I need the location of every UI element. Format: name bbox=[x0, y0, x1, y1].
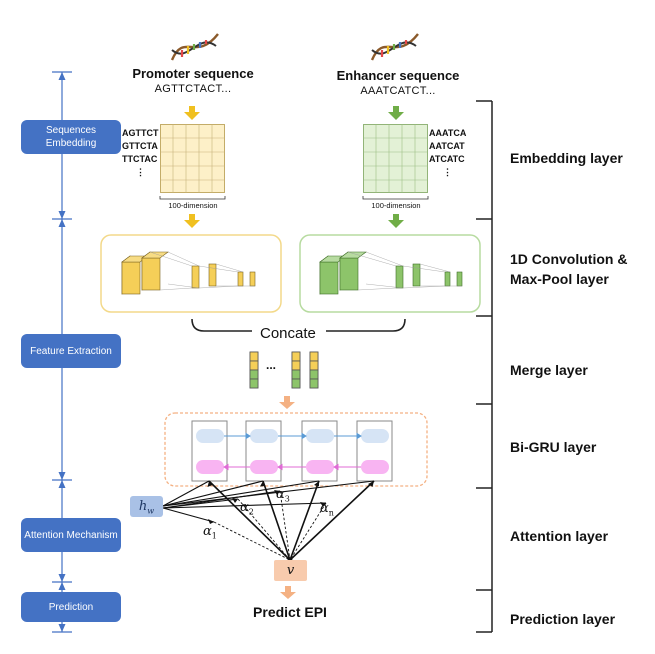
kmer-label: AGTTCT bbox=[122, 128, 159, 138]
promoter-sequence: AGTTCTACT... bbox=[154, 83, 232, 95]
kmer-label: AAATCA bbox=[429, 128, 467, 138]
enhancer-sequence: AAATCATCT... bbox=[360, 85, 436, 97]
context-vector-label: hw bbox=[130, 497, 163, 518]
attention-weight-n: αn bbox=[320, 501, 334, 518]
enhancer-embedding-matrix bbox=[363, 124, 428, 193]
attention-weight-2: α2 bbox=[240, 500, 254, 517]
stage-label: Prediction bbox=[48, 601, 94, 613]
kmer-label: ATCATC bbox=[429, 154, 465, 164]
arrow-down-icon bbox=[184, 106, 200, 120]
attention-weight-symbol: α bbox=[320, 501, 329, 516]
attention-weight-subscript: 1 bbox=[211, 531, 217, 541]
arrow-down-icon bbox=[184, 214, 200, 228]
concat-label: Concate bbox=[260, 325, 316, 342]
attention-weight-1: α1 bbox=[203, 524, 217, 541]
stage-label: Sequences Embedding bbox=[45, 125, 97, 149]
enhancer-conv-frame bbox=[299, 234, 481, 313]
context-vector-subscript: w bbox=[147, 506, 155, 516]
prediction-output-label: Predict EPI bbox=[253, 604, 327, 620]
attention-weight-3: α3 bbox=[276, 487, 290, 504]
attention-weight-subscript: 2 bbox=[248, 507, 254, 517]
enhancer-kmer-list: AAATCA AATCAT ATCATC ⋮ bbox=[429, 127, 466, 179]
dna-icon bbox=[370, 33, 419, 61]
stage-prediction: Prediction bbox=[21, 592, 121, 622]
layer-label-embedding: Embedding layer bbox=[510, 150, 623, 166]
enhancer-feature-maps bbox=[319, 251, 463, 295]
promoter-feature-maps bbox=[121, 251, 256, 295]
kmer-label: GTTCTA bbox=[122, 141, 158, 151]
arrow-down-icon bbox=[388, 214, 404, 228]
stage-label: Attention Mechanism bbox=[24, 529, 118, 541]
kmer-label: AATCAT bbox=[429, 141, 465, 151]
attention-weight-symbol: α bbox=[276, 487, 285, 502]
arrow-down-icon bbox=[279, 396, 295, 409]
layer-label-bigru: Bi-GRU layer bbox=[510, 439, 597, 455]
kmer-label: ⋮ bbox=[443, 167, 452, 177]
enhancer-dimension-label: 100-dimension bbox=[371, 201, 421, 210]
context-vector-symbol: h bbox=[138, 499, 148, 514]
promoter-embedding-matrix bbox=[160, 124, 225, 193]
stage-feature-extraction: Feature Extraction bbox=[21, 334, 121, 368]
arrow-down-icon bbox=[388, 106, 404, 120]
attention-output-vector: v bbox=[286, 563, 295, 578]
stage-attention-mechanism: Attention Mechanism bbox=[21, 518, 121, 552]
attention-weight-subscript: 3 bbox=[284, 494, 290, 504]
promoter-title: Promoter sequence bbox=[132, 66, 254, 81]
merge-ellipsis: ... bbox=[266, 358, 277, 372]
promoter-dimension-label: 100-dimension bbox=[168, 201, 218, 210]
layer-label-merge: Merge layer bbox=[510, 362, 588, 378]
kmer-label: TTCTAC bbox=[122, 154, 158, 164]
stage-sequences-embedding: Sequences Embedding bbox=[21, 120, 121, 154]
layer-label-prediction: Prediction layer bbox=[510, 611, 616, 627]
enhancer-title: Enhancer sequence bbox=[336, 68, 460, 83]
layer-label-attention: Attention layer bbox=[510, 528, 609, 544]
attention-weight-symbol: α bbox=[203, 524, 212, 539]
layer-label-convolution: 1D Convolution & Max-Pool layer bbox=[510, 251, 628, 287]
promoter-kmer-list: AGTTCT GTTCTA TTCTAC ⋮ bbox=[122, 127, 159, 179]
attention-weight-subscript: n bbox=[328, 508, 334, 518]
kmer-label: ⋮ bbox=[136, 167, 145, 177]
arrow-down-icon bbox=[280, 586, 296, 599]
attention-weight-symbol: α bbox=[240, 500, 249, 515]
stage-label: Feature Extraction bbox=[30, 345, 112, 357]
promoter-conv-frame bbox=[100, 234, 282, 313]
dna-icon bbox=[170, 33, 219, 61]
